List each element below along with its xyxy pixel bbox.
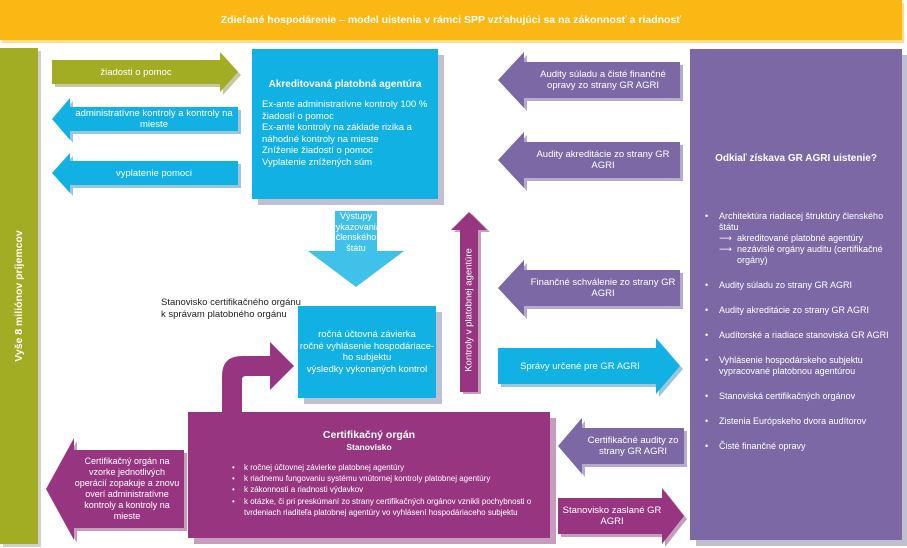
aid-payment-label: vyplatenie pomoci <box>115 167 193 179</box>
agency-controls-label: Kontroly v platobnej agentúre <box>463 248 475 372</box>
assurance-source-text: Audity akreditácie zo strany GR AGRI <box>719 305 870 315</box>
aid-applications-label: žiadosti o pomoc <box>100 66 172 78</box>
agency-controls-arrow <box>451 212 490 394</box>
cert-sample-check-arrow <box>46 438 187 543</box>
certification-audits-label: Certifikačné audity zo strany GR AGRI <box>587 435 679 457</box>
paying-agency-tasks: Ex-ante administratívne kontroly 100 % ž… <box>262 99 437 168</box>
paying-agency-box: Akreditovaná platobná agentúra Ex-ante a… <box>252 49 438 199</box>
assurance-sub-item: ⟶ nezávislé orgány auditu (certifikačné … <box>719 244 897 266</box>
beneficiaries-bar: Vyše 8 miliónov príjemcov <box>0 48 38 544</box>
bullet-icon: • <box>232 463 235 472</box>
accreditation-audits-label: Audity akreditácie zo strany GR AGRI <box>536 149 670 171</box>
agency-controls-label-wrap: Kontroly v platobnej agentúre <box>460 230 478 390</box>
certification-body-box: Certifikačný orgán Stanovisko • k ročnej … <box>188 412 550 538</box>
bullet-icon: • <box>232 485 235 495</box>
diagram-title: Zdieľané hospodárenie – model uistenia v… <box>220 14 682 26</box>
opinion-item-text: k riadnemu fungovaniu systému vnútornej … <box>244 474 491 484</box>
paying-agency-title: Akreditovaná platobná agentúra <box>268 79 422 90</box>
opinion-item: • k otázke, či pri preskúmaní zo strany c… <box>232 496 542 518</box>
bullet-icon: • <box>705 330 709 340</box>
bullet-icon: • <box>705 416 709 426</box>
accreditation-audits-arrow <box>498 132 683 191</box>
opinion-sent-arrow <box>558 488 687 547</box>
opinion-item: • k riadnemu fungovaniu systému vnútornej… <box>232 473 542 484</box>
assurance-source-item: • Audity súladu zo strany GR AGRI <box>702 280 897 291</box>
opinion-item: • k ročnej účtovnej závierke platobnej ag… <box>232 462 542 473</box>
assurance-source-item: • Zistenia Európskeho dvora audítorov <box>702 416 897 427</box>
assurance-sub-text: nezávislé orgány auditu (certifikačné or… <box>737 244 883 265</box>
annual-accounts-line: ročná účtovná závierka <box>318 329 416 340</box>
assurance-sub-item: ⟶ akreditované platobné agentúry <box>719 233 897 244</box>
assurance-sources-list: • Architektúra riadiacej štruktúry člens… <box>702 211 897 466</box>
agency-task: Zníženie žiadostí o pomoc <box>262 145 373 156</box>
aid-payment-arrow <box>52 153 241 196</box>
assurance-source-item: • Architektúra riadiacej štruktúry člens… <box>702 211 897 266</box>
arrow-right-icon: ⟶ <box>719 233 732 243</box>
financial-clearance-arrow <box>498 260 683 319</box>
reporting-outputs-label: Výstupy vykazovania členského štátu <box>331 211 381 253</box>
annual-accounts-box: ročná účtovná závierka ročné vyhlásenie … <box>298 306 436 398</box>
assurance-source-item: • Audity akreditácie zo strany GR AGRI <box>702 305 897 316</box>
assurance-source-text: Vyhlásenie hospodárskeho subjektu vyprac… <box>719 355 863 376</box>
annual-accounts-line: ročné vyhlásenie hospodáriace-ho subjekt… <box>299 340 435 364</box>
assurance-source-text: Architektúra riadiacej štruktúry členské… <box>719 211 884 232</box>
admin-checks-label: administratívne kontroly a kontroly na m… <box>75 108 233 130</box>
assurance-sources-title: Odkiaľ získava GR AGRI uistenie? <box>715 153 877 164</box>
assurance-sub-text: akreditované platobné agentúry <box>737 233 864 243</box>
annual-accounts-line: výsledky vykonaných kontrol <box>306 363 428 375</box>
assurance-source-text: Audítorské a riadiace stanoviská GR AGRI <box>719 330 889 340</box>
opinion-item-text: k zákonnosti a riadnosti výdavkov <box>244 485 364 495</box>
assurance-source-text: Stanoviská certifikačných orgánov <box>719 391 856 401</box>
cert-sample-check-label: Certifikačný orgán na vzorke jednotlivýc… <box>74 456 180 521</box>
admin-checks-arrow <box>52 98 241 143</box>
opinion-item: • k zákonnosti a riadnosti výdavkov <box>232 484 542 495</box>
opinion-item-text: k ročnej účtovnej závierke platobnej age… <box>244 463 405 472</box>
assurance-source-item: • Stanoviská certifikačných orgánov <box>702 391 897 402</box>
beneficiaries-label: Vyše 8 miliónov príjemcov <box>13 230 25 362</box>
assurance-source-text: Čisté finančné opravy <box>719 441 806 451</box>
certification-audits-arrow <box>558 418 687 477</box>
reports-label: Správy určené pre GR AGRI <box>520 360 640 372</box>
bullet-icon: • <box>705 441 709 451</box>
assurance-sources-panel: Odkiaľ získava GR AGRI uistenie? • Archi… <box>690 49 902 540</box>
agency-task: Ex-ante administratívne kontroly 100 % ž… <box>262 99 428 122</box>
bullet-icon: • <box>232 496 235 506</box>
conformity-audits-arrow <box>498 52 683 111</box>
bullet-icon: • <box>232 474 235 484</box>
assurance-source-item: • Vyhlásenie hospodárskeho subjektu vypra… <box>702 355 897 377</box>
bullet-icon: • <box>705 305 709 315</box>
certification-body-subtitle: Stanovisko <box>346 442 392 452</box>
certification-body-title: Certifikačný orgán <box>322 429 416 441</box>
assurance-source-text: Zistenia Európskeho dvora audítorov <box>719 416 867 426</box>
conformity-audits-label: Audity súladu a čisté finančné opravy zo… <box>540 69 666 91</box>
arrow-right-icon: ⟶ <box>719 244 732 254</box>
reporting-outputs-arrow <box>308 211 404 287</box>
bullet-icon: • <box>705 280 709 290</box>
assurance-source-item: • Čisté finančné opravy <box>702 441 897 452</box>
bullet-icon: • <box>705 355 709 365</box>
aid-applications-arrow <box>52 52 241 95</box>
cert-opinion-curved-arrow <box>222 342 294 412</box>
financial-clearance-label: Finančné schválenie zo strany GR AGRI <box>530 277 676 299</box>
opinion-item-text: k otázke, či pri preskúmaní zo strany ce… <box>244 496 532 517</box>
opinion-sent-label: Stanovisko zaslané GR AGRI <box>562 505 662 527</box>
cert-opinion-label: Stanovisko certifikačného orgánu k správ… <box>161 297 301 320</box>
agency-task: Vyplatenie znížených súm <box>262 156 373 168</box>
assurance-source-item: • Audítorské a riadiace stanoviská GR AGR… <box>702 330 897 341</box>
bullet-icon: • <box>705 211 709 221</box>
certification-opinion-list: • k ročnej účtovnej závierke platobnej ag… <box>232 462 542 518</box>
assurance-source-text: Audity súladu zo strany GR AGRI <box>719 280 853 290</box>
reports-arrow <box>498 338 683 397</box>
agency-task: Ex-ante kontroly na základe rizika a náh… <box>262 122 412 145</box>
diagram-title-banner: Zdieľané hospodárenie – model uistenia v… <box>0 0 902 40</box>
bullet-icon: • <box>705 391 709 401</box>
